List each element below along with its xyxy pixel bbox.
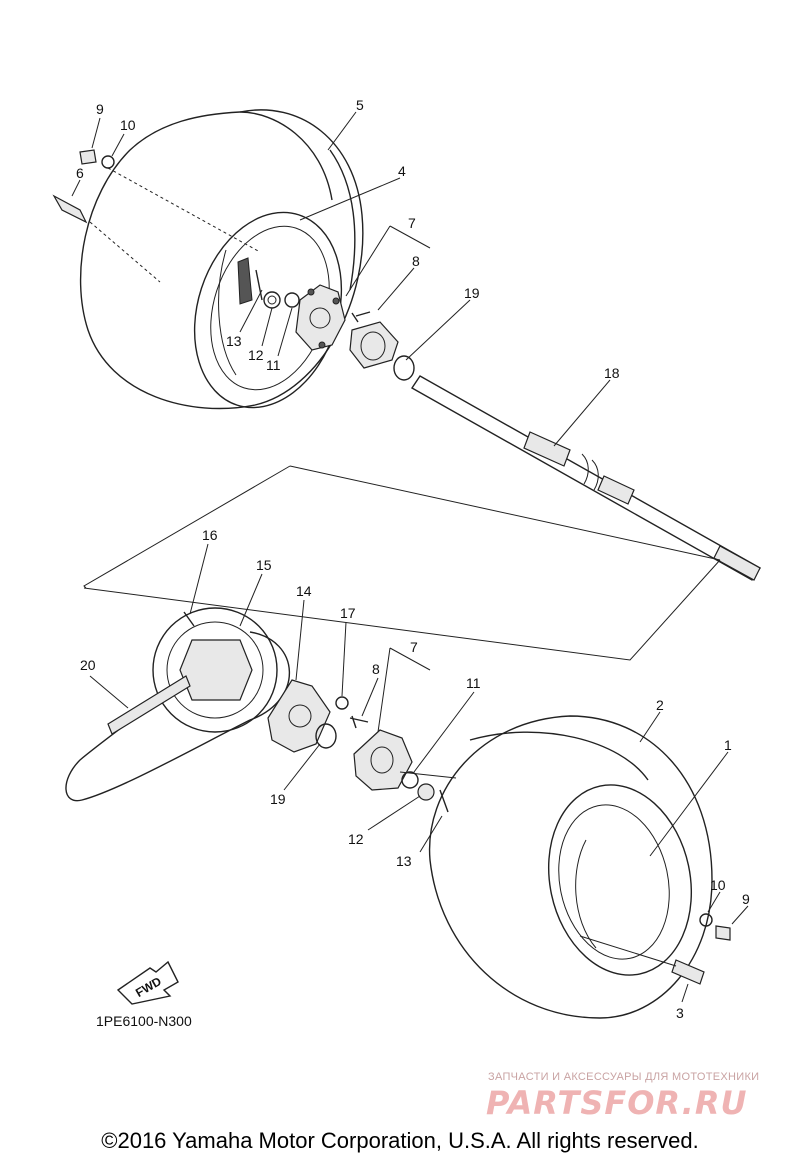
callout-18: 18 xyxy=(604,365,620,381)
callout-9-top: 9 xyxy=(96,101,104,117)
upper-hub-parts xyxy=(52,149,415,381)
callout-10-top: 10 xyxy=(120,117,136,133)
exploded-frame-box xyxy=(83,465,721,661)
diagram-code: 1PE6100-N300 xyxy=(96,1013,192,1029)
callout-7-bottom: 7 xyxy=(410,639,418,655)
watermark-logo: PARTSFOR.RU xyxy=(486,1084,748,1122)
callout-20: 20 xyxy=(80,657,96,673)
axle-shaft xyxy=(410,375,762,581)
callout-5: 5 xyxy=(356,97,364,113)
copyright-notice: ©2016 Yamaha Motor Corporation, U.S.A. A… xyxy=(101,1128,699,1153)
fwd-arrow: FWD xyxy=(116,960,179,1005)
drive-chain xyxy=(65,631,291,802)
upper-wheel-tire xyxy=(79,109,364,410)
callout-12-bottom: 12 xyxy=(348,831,364,847)
callout-10-bottom: 10 xyxy=(710,877,726,893)
callout-8-bottom: 8 xyxy=(372,661,380,677)
callout-9-bottom: 9 xyxy=(742,891,750,907)
callout-19-top: 19 xyxy=(464,285,480,301)
callout-numbers: 9 10 6 5 4 7 8 19 13 12 11 18 16 15 14 1… xyxy=(76,97,750,1021)
lower-wheel-tire xyxy=(428,715,731,1019)
callout-12-top: 12 xyxy=(248,347,264,363)
sprocket xyxy=(152,607,278,733)
callout-4: 4 xyxy=(398,163,406,179)
callout-14: 14 xyxy=(296,583,312,599)
leader-lines xyxy=(71,111,749,1003)
lower-hub-parts xyxy=(267,679,457,813)
callout-7-top: 7 xyxy=(408,215,416,231)
watermark-tagline: ЗАПЧАСТИ И АКСЕССУАРЫ ДЛЯ МОТОТЕХНИКИ xyxy=(488,1071,760,1083)
callout-13-top: 13 xyxy=(226,333,242,349)
callout-11-top: 11 xyxy=(266,357,281,373)
callout-8-top: 8 xyxy=(412,253,420,269)
callout-3: 3 xyxy=(676,1005,684,1021)
callout-11-bottom: 11 xyxy=(466,675,481,691)
fwd-label: FWD xyxy=(133,974,164,1000)
callout-1: 1 xyxy=(724,737,732,753)
callout-16: 16 xyxy=(202,527,218,543)
callout-6: 6 xyxy=(76,165,84,181)
callout-2: 2 xyxy=(656,697,664,713)
callout-15: 15 xyxy=(256,557,272,573)
callout-19-bottom: 19 xyxy=(270,791,286,807)
callout-17: 17 xyxy=(340,605,356,621)
callout-13-bottom: 13 xyxy=(396,853,412,869)
